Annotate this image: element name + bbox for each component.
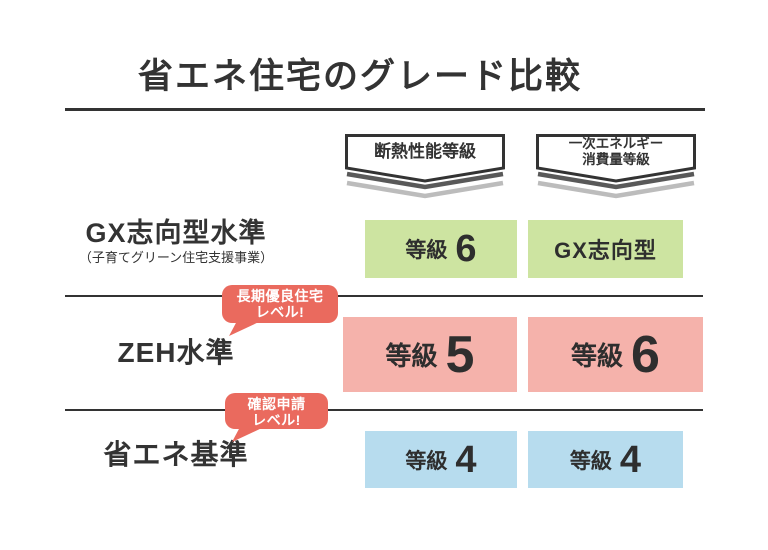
- grade-prefix: 等級: [405, 449, 448, 473]
- column-header-primary-energy-line1: 一次エネルギー: [568, 136, 664, 151]
- grade-number: 6: [455, 228, 477, 270]
- grade-number: 4: [619, 438, 642, 481]
- column-header-primary-energy: 一次エネルギー 消費量等級: [536, 134, 696, 202]
- badge-line2: レベル!: [255, 304, 305, 320]
- title-divider: [65, 108, 705, 111]
- cell-zeh-insulation-grade: 等級 5: [343, 317, 517, 392]
- badge-long-term-quality-level: 長期優良住宅 レベル!: [222, 285, 338, 336]
- column-header-primary-energy-label: 一次エネルギー 消費量等級: [536, 136, 696, 167]
- grade-number: 6: [631, 325, 660, 384]
- grade-prefix: 等級: [385, 341, 438, 371]
- grade-number: 5: [445, 325, 475, 384]
- page-title: 省エネ住宅のグレード比較: [137, 57, 582, 96]
- row-label-zeh-standard-title: ZEH水準: [117, 337, 235, 368]
- grade-prefix: 等級: [405, 239, 448, 262]
- cell-gx-primary-energy: GX志向型: [528, 220, 683, 278]
- row-label-zeh-standard: ZEH水準: [0, 338, 352, 368]
- badge-line2: レベル!: [252, 412, 301, 428]
- column-header-insulation: 断熱性能等級: [345, 134, 505, 202]
- row-divider-1: [65, 295, 703, 297]
- column-header-insulation-label: 断熱性能等級: [374, 142, 476, 161]
- grade-number: 4: [455, 438, 477, 481]
- row-label-energy-saving-standard-title: 省エネ基準: [103, 439, 249, 470]
- row-label-gx-standard-subtitle: （子育てグリーン住宅支援事業）: [78, 250, 274, 265]
- cell-energy-saving-primary-energy: 等級 4: [528, 431, 683, 488]
- badge-confirmation-application-level: 確認申請 レベル!: [225, 393, 328, 442]
- grade-text: GX志向型: [554, 238, 657, 263]
- ribbon-pennant-icon: [345, 134, 505, 199]
- ribbon-pennant-icon: [536, 134, 696, 199]
- row-label-energy-saving-standard: 省エネ基準: [0, 440, 352, 470]
- cell-gx-insulation-grade: 等級 6: [365, 220, 517, 278]
- grade-prefix: 等級: [571, 341, 624, 371]
- cell-energy-saving-insulation-grade: 等級 4: [365, 431, 517, 488]
- badge-tail: [232, 427, 264, 442]
- row-label-gx-standard: GX志向型水準 （子育てグリーン住宅支援事業）: [0, 218, 352, 266]
- badge-line1: 長期優良住宅: [236, 288, 324, 304]
- badge-tail: [229, 321, 261, 336]
- column-header-primary-energy-line2: 消費量等級: [582, 151, 650, 167]
- cell-zeh-primary-energy: 等級 6: [528, 317, 703, 392]
- grade-prefix: 等級: [569, 449, 612, 473]
- badge-line1: 確認申請: [247, 396, 306, 412]
- row-divider-2: [65, 409, 703, 411]
- row-label-gx-standard-title: GX志向型水準: [85, 218, 267, 248]
